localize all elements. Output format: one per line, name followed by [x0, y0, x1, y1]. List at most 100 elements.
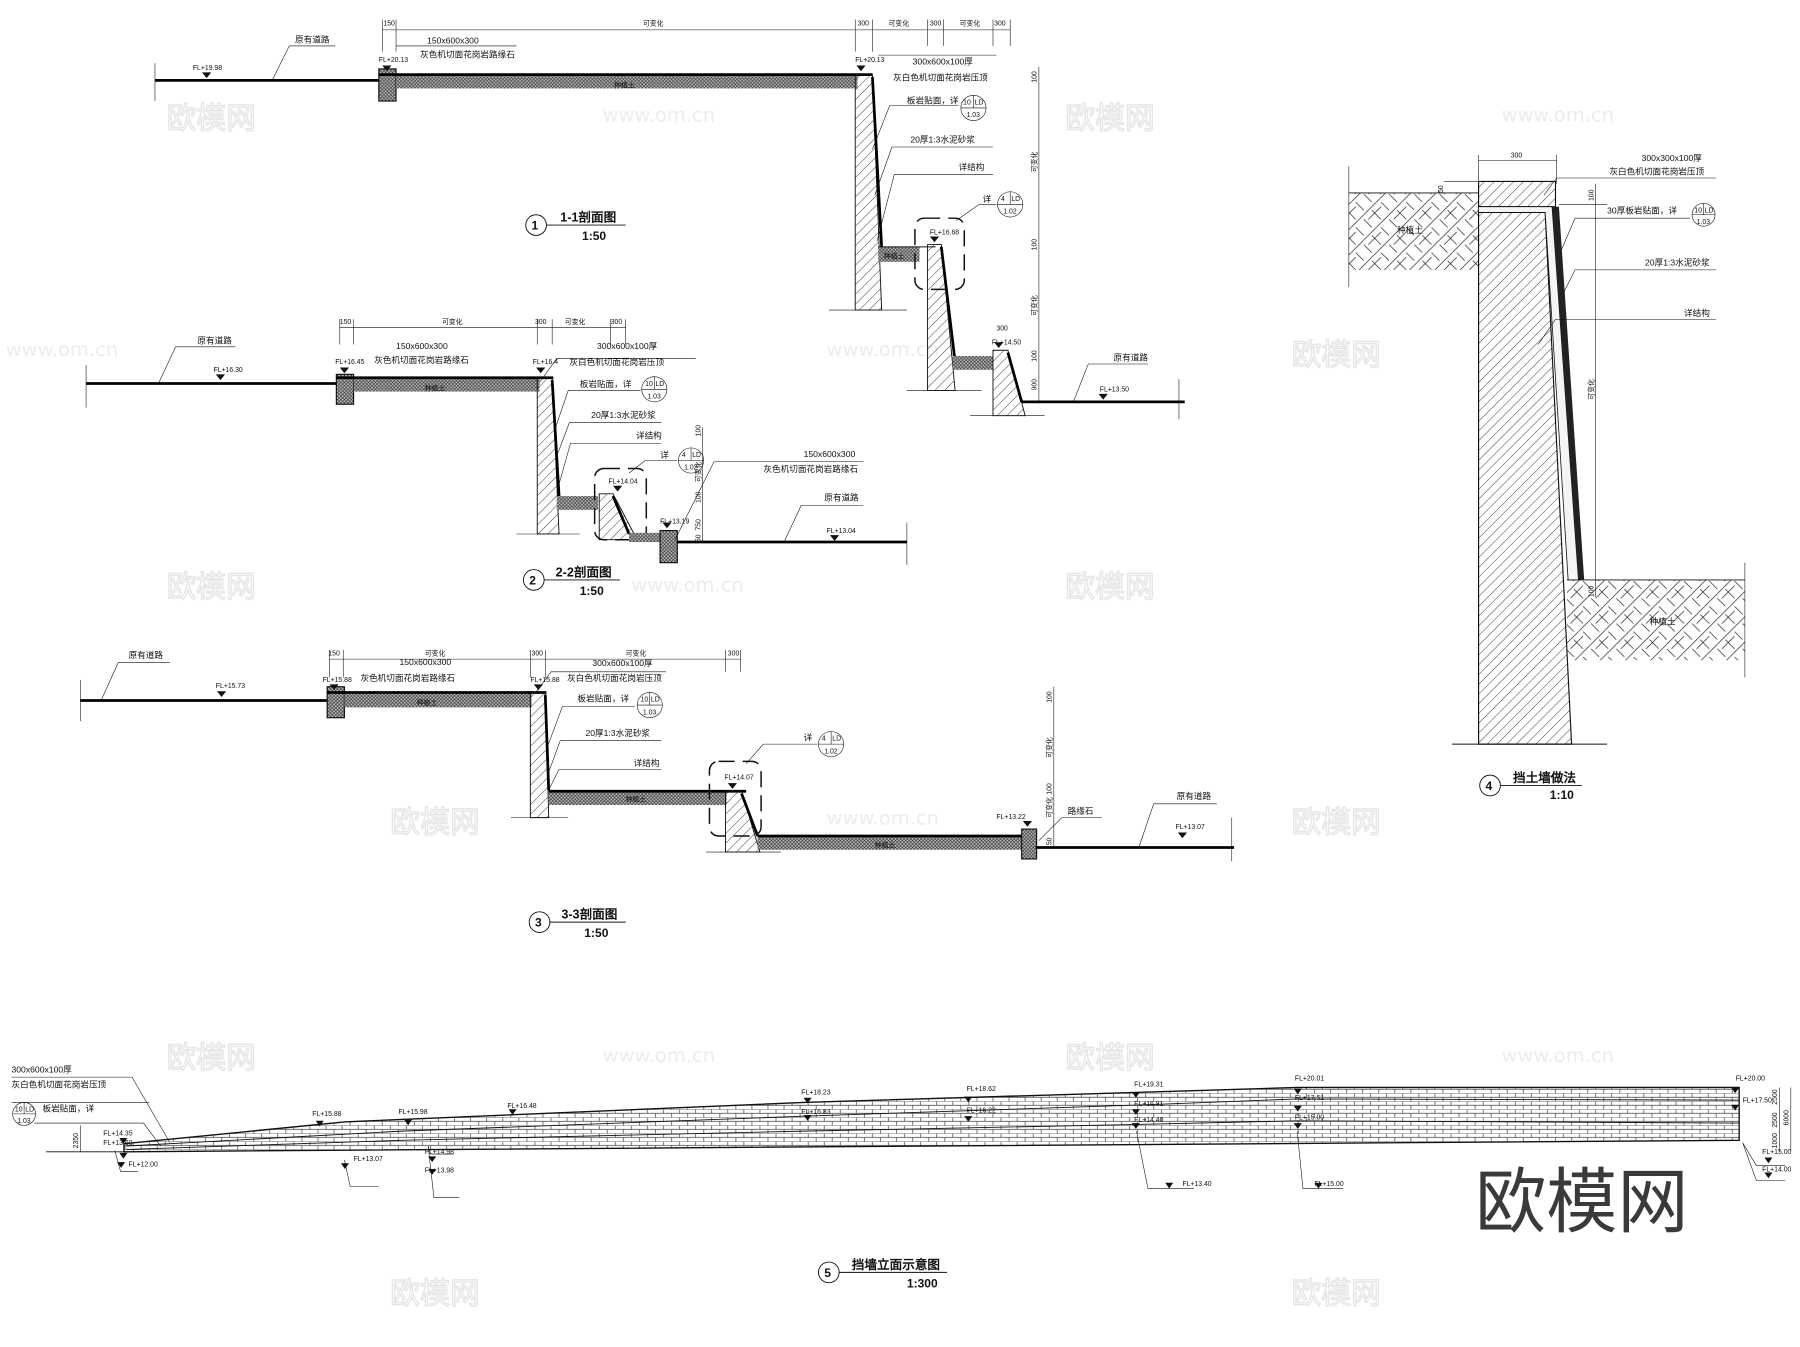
drawing-linework [727, 783, 737, 789]
drawing-linework [1314, 1182, 1323, 1189]
wall-elevation-band [123, 1086, 1740, 1153]
drawing-label: LD [1705, 207, 1714, 214]
drawing-linework [344, 693, 532, 708]
drawing-label: 300 [611, 319, 623, 326]
drawing-label: 可变化 [1030, 151, 1039, 172]
drawing-linework [613, 485, 623, 492]
drawing-label: 板岩贴面，详 [577, 693, 629, 704]
drawing-label: 1.02 [684, 465, 698, 472]
drawing-label: 4 [822, 736, 826, 743]
drawing-linework [404, 1119, 413, 1126]
drawing-label: 300 [996, 326, 1008, 333]
drawing-label: FL+14.50 [992, 340, 1021, 347]
drawing-linework [557, 442, 662, 489]
drawing-linework [1177, 832, 1187, 839]
drawing-linework [158, 346, 236, 384]
drawing-linework [856, 65, 866, 72]
drawing-linework [126, 1098, 1740, 1147]
drawing-linework [1293, 1105, 1302, 1112]
drawing-label: 6000 [1784, 1110, 1791, 1125]
drawing-linework [556, 496, 599, 510]
drawing-label: FL+13.07 [1176, 824, 1205, 831]
drawing-label: 种植土 [1397, 224, 1423, 235]
drawing-linework [1006, 352, 1024, 403]
drawing-label: 路缘石 [1068, 805, 1094, 816]
drawing-label: FL+15.73 [216, 683, 245, 690]
drawing-linework [428, 1169, 437, 1175]
drawing-label: FL+13.60 [103, 1140, 132, 1147]
drawing-label: 100 [1047, 691, 1054, 703]
planting-soil-left [1348, 192, 1479, 270]
drawing-label: 2500 [1772, 1112, 1779, 1127]
drawing-label: FL+15.98 [398, 1109, 427, 1116]
drawing-label: 4 [682, 452, 686, 459]
drawing-label: 灰色机切面花岗岩路缘石 [360, 672, 455, 683]
drawing-label: 100 [1032, 71, 1039, 83]
drawing-linework [1131, 1092, 1140, 1098]
watermark-url: www.om.cn [6, 338, 118, 361]
drawing-label: 灰色机切面花岗岩路缘石 [374, 354, 469, 365]
drawing-label: 1:300 [907, 1276, 938, 1290]
section-title: 1-1剖面图 [560, 210, 616, 225]
drawing-label: FL+16.4 [533, 359, 559, 366]
wall-elevation: 2350 2500 2500 1000 6000 FL+14.35 FL+13.… [11, 1065, 1792, 1290]
drawing-label: 300 [1511, 152, 1523, 159]
drawing-linework [215, 374, 225, 381]
drawing-linework [100, 662, 170, 701]
drawing-label: 1.03 [643, 709, 657, 716]
drawing-label: FL+13.50 [1100, 387, 1129, 394]
drawing-label: 1 [532, 219, 539, 233]
drawing-label: 板岩贴面，详 [580, 378, 632, 389]
drawing-label: 750 [695, 519, 702, 531]
drawing-label: 2500 [1772, 1089, 1779, 1104]
drawing-linework [1543, 177, 1717, 196]
drawing-label: 10 [641, 697, 649, 704]
drawing-label: FL+13.04 [827, 528, 856, 535]
brand-watermark: 欧模网 [1475, 1160, 1688, 1243]
drawing-label: 20厚1:3水泥砂浆 [910, 133, 975, 144]
drawing-label: 可变化 [643, 18, 664, 27]
drawing-label: FL+15.00 [1295, 1115, 1324, 1122]
drawing-linework [803, 1097, 812, 1104]
drawing-linework [1131, 1109, 1140, 1116]
drawing-linework [1764, 1172, 1773, 1179]
drawing-linework [547, 740, 662, 776]
drawing-linework [878, 246, 920, 262]
drawing-linework [745, 743, 818, 764]
drawing-label: FL+14.35 [103, 1131, 132, 1138]
drawing-label: 100 [695, 491, 702, 503]
watermark-logo: 欧模网 [166, 570, 256, 605]
watermark-logo: 欧模网 [1065, 570, 1155, 605]
drawing-label: FL+15.00 [1762, 1149, 1791, 1156]
drawing-label: 原有道路 [1114, 352, 1149, 363]
watermark-url: www.om.cn [603, 104, 715, 127]
drawing-linework [1731, 1104, 1740, 1111]
drawing-label: 详 [983, 193, 992, 204]
drawing-linework [1731, 1087, 1740, 1094]
road-label: 原有道路 [295, 33, 330, 44]
drawing-label: 300x600x100厚 [913, 56, 974, 66]
drawing-label: 100 [1032, 239, 1039, 251]
drawing-label: 灰色机切面花岗岩路缘石 [420, 48, 515, 59]
drawing-label: 20厚1:3水泥砂浆 [591, 409, 656, 420]
drawing-linework [508, 1109, 517, 1116]
drawing-label: FL+20.00 [1736, 1076, 1765, 1083]
drawing-label: FL+13.07 [354, 1156, 383, 1163]
drawing-label: FL+15.88 [323, 677, 352, 684]
drawing-linework [1131, 1123, 1140, 1129]
drawing-group [117, 1087, 1773, 1189]
drawing-linework [428, 1156, 437, 1163]
watermark-logo: 欧模网 [1065, 1041, 1155, 1076]
drawing-label: 可变化 [1045, 797, 1054, 818]
drawing-label: 可变化 [1030, 295, 1039, 316]
drawing-linework [1293, 1123, 1302, 1129]
